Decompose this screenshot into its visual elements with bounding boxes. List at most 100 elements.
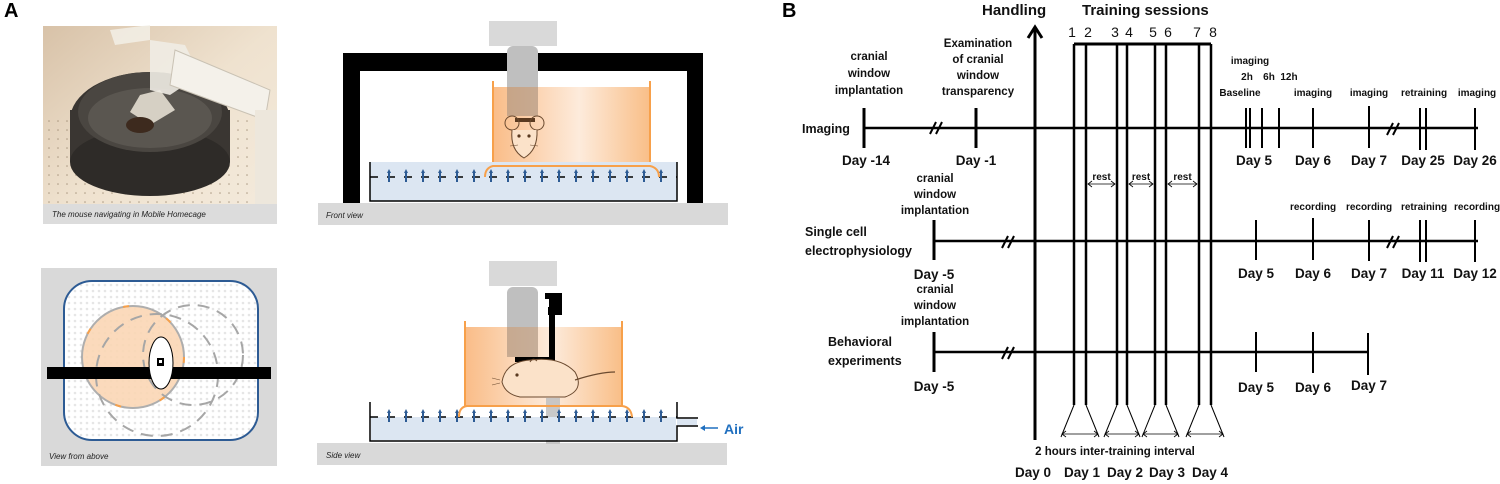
event-text: Examination bbox=[944, 38, 1012, 50]
session-number: 6 bbox=[1164, 24, 1172, 40]
air-arrow-head bbox=[404, 169, 408, 173]
air-arrow-head bbox=[557, 409, 561, 413]
event-text: transparency bbox=[942, 86, 1015, 98]
air-arrow-head bbox=[591, 169, 595, 173]
rest-label: rest bbox=[1092, 172, 1111, 183]
day-label: Day -5 bbox=[914, 379, 955, 394]
day-label: Day -14 bbox=[842, 153, 891, 168]
homecage-photo: The mouse navigating in Mobile Homecage bbox=[43, 25, 277, 224]
air-arrow-head bbox=[438, 169, 442, 173]
interval-arrow-heads bbox=[1104, 430, 1140, 438]
day-label: Day 5 bbox=[1236, 153, 1273, 168]
day-label: Day 7 bbox=[1351, 153, 1387, 168]
row-label: Single cell bbox=[805, 225, 867, 239]
air-arrow-head bbox=[659, 409, 663, 413]
day-label: Day 6 bbox=[1295, 153, 1332, 168]
event-label: imaging bbox=[1350, 88, 1388, 99]
front-caption: Front view bbox=[326, 211, 364, 220]
day-label: Day 6 bbox=[1295, 380, 1332, 395]
air-arrow-head bbox=[574, 409, 578, 413]
event-text: window bbox=[956, 70, 999, 82]
row-label: experiments bbox=[828, 354, 902, 368]
air-arrow-head bbox=[387, 169, 391, 173]
event-text: cranial bbox=[850, 51, 887, 63]
day-label: Day -1 bbox=[956, 153, 997, 168]
interval-funnel bbox=[1103, 404, 1141, 438]
air-arrow-head bbox=[608, 409, 612, 413]
air-arrow-head bbox=[506, 409, 510, 413]
time-point: 12h bbox=[1280, 72, 1297, 83]
day-label: Day 5 bbox=[1238, 380, 1275, 395]
event-label: retraining bbox=[1401, 88, 1447, 99]
ticks bbox=[1255, 332, 1369, 375]
event-label: recording bbox=[1454, 202, 1500, 213]
imaging-header: imaging bbox=[1231, 56, 1269, 67]
air-arrow-head bbox=[455, 169, 459, 173]
row-label: electrophysiology bbox=[805, 244, 912, 258]
air-arrow-head bbox=[574, 169, 578, 173]
mouse-side-icon bbox=[491, 358, 616, 398]
axis-break bbox=[1001, 235, 1015, 249]
day-label: Day -5 bbox=[914, 267, 955, 282]
event-label: recording bbox=[1346, 202, 1392, 213]
air-arrow-head bbox=[523, 169, 527, 173]
air-arrow-head bbox=[438, 409, 442, 413]
side-caption: Side view bbox=[326, 451, 361, 460]
photo-caption: The mouse navigating in Mobile Homecage bbox=[52, 210, 206, 219]
air-label: Air bbox=[724, 421, 744, 437]
panel-a: The mouse navigating in Mobile Homecage … bbox=[41, 21, 744, 466]
timeline-row-imaging: Imaging cranial window implantation Exam… bbox=[802, 38, 1497, 168]
air-arrow-head bbox=[540, 169, 544, 173]
bottom-day: Day 2 bbox=[1107, 465, 1143, 480]
axis-break bbox=[1386, 122, 1400, 136]
interval-funnel bbox=[1141, 404, 1180, 438]
above-caption: View from above bbox=[49, 452, 109, 461]
handling-label: Handling bbox=[982, 2, 1046, 19]
air-arrow-head bbox=[489, 409, 493, 413]
axis-break bbox=[1001, 346, 1015, 360]
baseline-label: Baseline bbox=[1219, 88, 1261, 99]
air-flow-arrows bbox=[387, 169, 663, 182]
side-view-diagram: Side view Air bbox=[317, 261, 744, 465]
air-arrow-head bbox=[472, 409, 476, 413]
interval-funnel bbox=[1060, 404, 1100, 438]
day-label: Day 7 bbox=[1351, 378, 1387, 393]
ticks bbox=[1255, 218, 1476, 262]
interval-arrow-heads bbox=[1186, 430, 1224, 438]
event-label: recording bbox=[1290, 202, 1336, 213]
air-arrow-head bbox=[557, 169, 561, 173]
day-label: Day 6 bbox=[1295, 266, 1332, 281]
air-arrow-head bbox=[421, 169, 425, 173]
session-number: 5 bbox=[1149, 24, 1157, 40]
event-label: imaging bbox=[1458, 88, 1496, 99]
rest-label: rest bbox=[1173, 172, 1192, 183]
air-arrow-head bbox=[421, 409, 425, 413]
panel-label-b: B bbox=[782, 0, 797, 22]
day-label: Day 26 bbox=[1453, 153, 1497, 168]
training-session-lines bbox=[1072, 44, 1213, 405]
air-arrow-head bbox=[659, 169, 663, 173]
time-point: 2h bbox=[1241, 72, 1253, 83]
session-number: 2 bbox=[1084, 24, 1092, 40]
event-text: of cranial bbox=[952, 54, 1003, 66]
air-arrow-head bbox=[625, 409, 629, 413]
event-text: implantation bbox=[835, 85, 903, 97]
session-number: 3 bbox=[1111, 24, 1119, 40]
timeline-row-behavioral: Behavioral experiments cranial window im… bbox=[828, 284, 1387, 395]
event-text: cranial bbox=[916, 284, 953, 296]
event-text: window bbox=[913, 300, 956, 312]
time-point: 6h bbox=[1263, 72, 1275, 83]
air-arrow-head bbox=[472, 169, 476, 173]
row-label: Behavioral bbox=[828, 335, 892, 349]
bottom-day: Day 0 bbox=[1015, 465, 1051, 480]
air-arrow-head bbox=[625, 169, 629, 173]
event-text: window bbox=[913, 189, 956, 201]
air-flow-arrows-side bbox=[387, 409, 663, 422]
above-view-diagram: View from above bbox=[41, 268, 277, 466]
training-label: Training sessions bbox=[1082, 2, 1209, 19]
row-label: Imaging bbox=[802, 122, 850, 136]
air-arrow-head bbox=[455, 409, 459, 413]
front-view-diagram: Front view bbox=[318, 21, 728, 225]
inter-training-intervals bbox=[1060, 404, 1225, 438]
